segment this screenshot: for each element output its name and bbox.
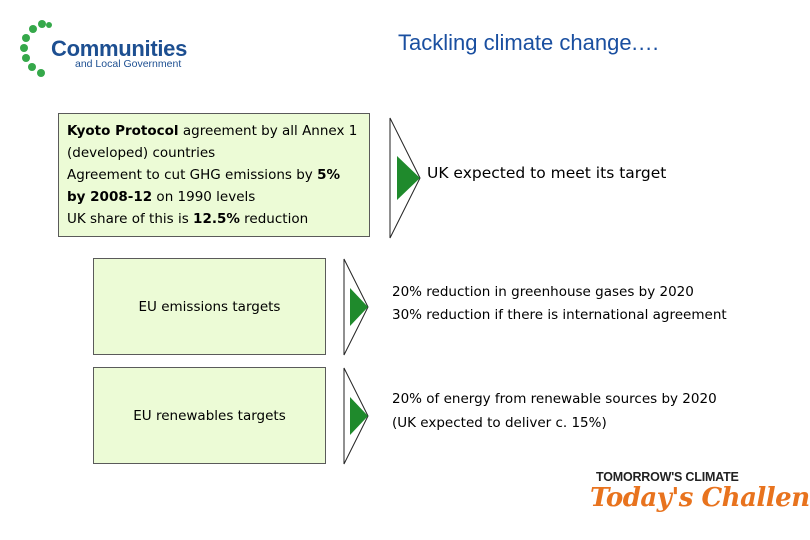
eu-renewables-line-2: (UK expected to deliver c. 15%) (392, 415, 607, 431)
logo-subtitle: and Local Government (75, 58, 182, 70)
kyoto-para-3: UK share of this is 12.5% reduction (67, 211, 309, 227)
arrow-right-icon (343, 258, 369, 356)
eu-renewables-box: EU renewables targets (93, 367, 326, 464)
arrow-right-icon (389, 117, 421, 239)
arrow-right-icon (343, 367, 369, 465)
footer-logo-top: TOMORROW'S CLIMATE (596, 470, 739, 484)
eu-emissions-line-1: 20% reduction in greenhouse gases by 202… (392, 284, 694, 300)
eu-emissions-line-2: 30% reduction if there is international … (392, 307, 727, 323)
eu-emissions-box: EU emissions targets (93, 258, 326, 355)
eu-emissions-label: EU emissions targets (138, 298, 281, 315)
tomorrows-climate-logo: TOMORROW'S CLIMATE Today's Challenge (590, 468, 810, 523)
kyoto-para-1: Kyoto Protocol agreement by all Annex 1 … (67, 123, 358, 161)
eu-renewables-label: EU renewables targets (133, 407, 286, 424)
eu-renewables-line-1: 20% of energy from renewable sources by … (392, 391, 717, 407)
kyoto-protocol-box: Kyoto Protocol agreement by all Annex 1 … (58, 113, 370, 237)
kyoto-para-2: Agreement to cut GHG emissions by 5%by 2… (67, 167, 340, 205)
uk-target-text: UK expected to meet its target (427, 164, 667, 182)
page-title: Tackling climate change.… (398, 30, 660, 55)
footer-logo-bottom: Today's Challenge (590, 483, 810, 513)
communities-logo: Communities and Local Government (18, 18, 198, 88)
logo-name: Communities (51, 36, 188, 61)
